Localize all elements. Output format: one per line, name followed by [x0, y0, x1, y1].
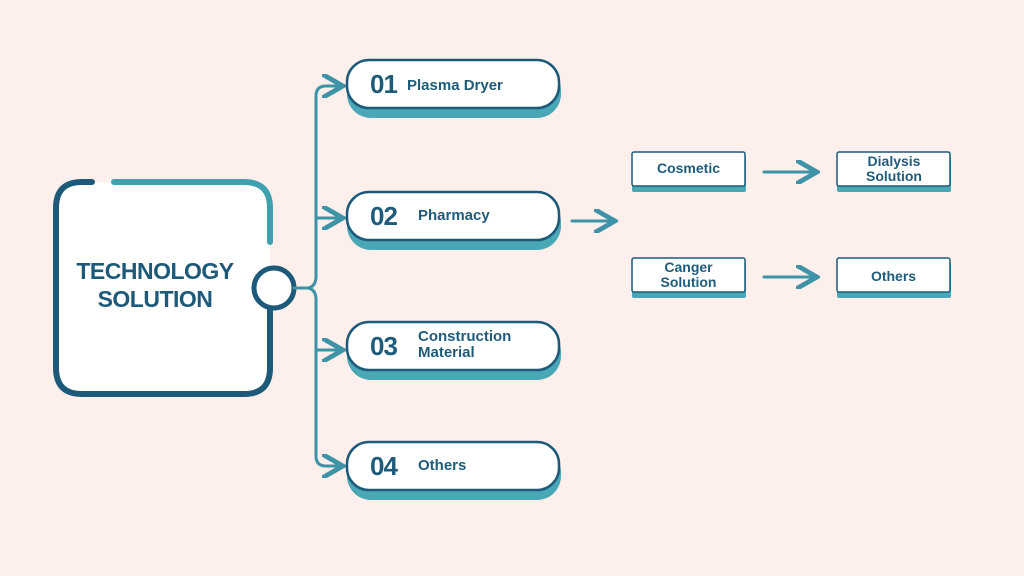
item-label-plasma-dryer: Plasma Dryer: [407, 77, 503, 94]
item-number-03: 03: [370, 331, 398, 361]
item-number-02: 02: [370, 201, 398, 231]
item-label-construction-material: Construction Material: [418, 328, 512, 361]
item-number-01: 01: [370, 69, 398, 99]
item-pill-04: [345, 440, 561, 500]
subitem-label-cosmetic: Cosmetic: [656, 160, 721, 176]
root-box: [53, 179, 273, 397]
item-label-pharmacy: Pharmacy: [418, 207, 490, 224]
subitem-box-cosmetic: [631, 151, 746, 192]
item-number-04: 04: [370, 451, 398, 481]
root-connector-circle: [251, 265, 297, 311]
subitem-label-canger-solution: Canger Solution: [660, 259, 717, 290]
item-pill-01: [345, 58, 561, 118]
connector-to-item-03: [304, 286, 340, 350]
subitem-label-dialysis-solution: Dialysis Solution: [866, 153, 922, 184]
connector-to-item-01: [304, 86, 340, 290]
branch-connectors: [292, 86, 340, 466]
subitem-box-others: [836, 257, 951, 298]
subitem-box-canger: [631, 257, 746, 298]
root-title: TECHNOLOGY SOLUTION: [76, 258, 234, 312]
subitem-label-others: Others: [870, 268, 917, 284]
item-pill-03: [345, 320, 561, 380]
connector-to-item-04: [314, 348, 340, 466]
subitem-box-dialysis: [836, 151, 951, 192]
item-label-others: Others: [418, 457, 467, 474]
item-pill-02: [345, 190, 561, 250]
